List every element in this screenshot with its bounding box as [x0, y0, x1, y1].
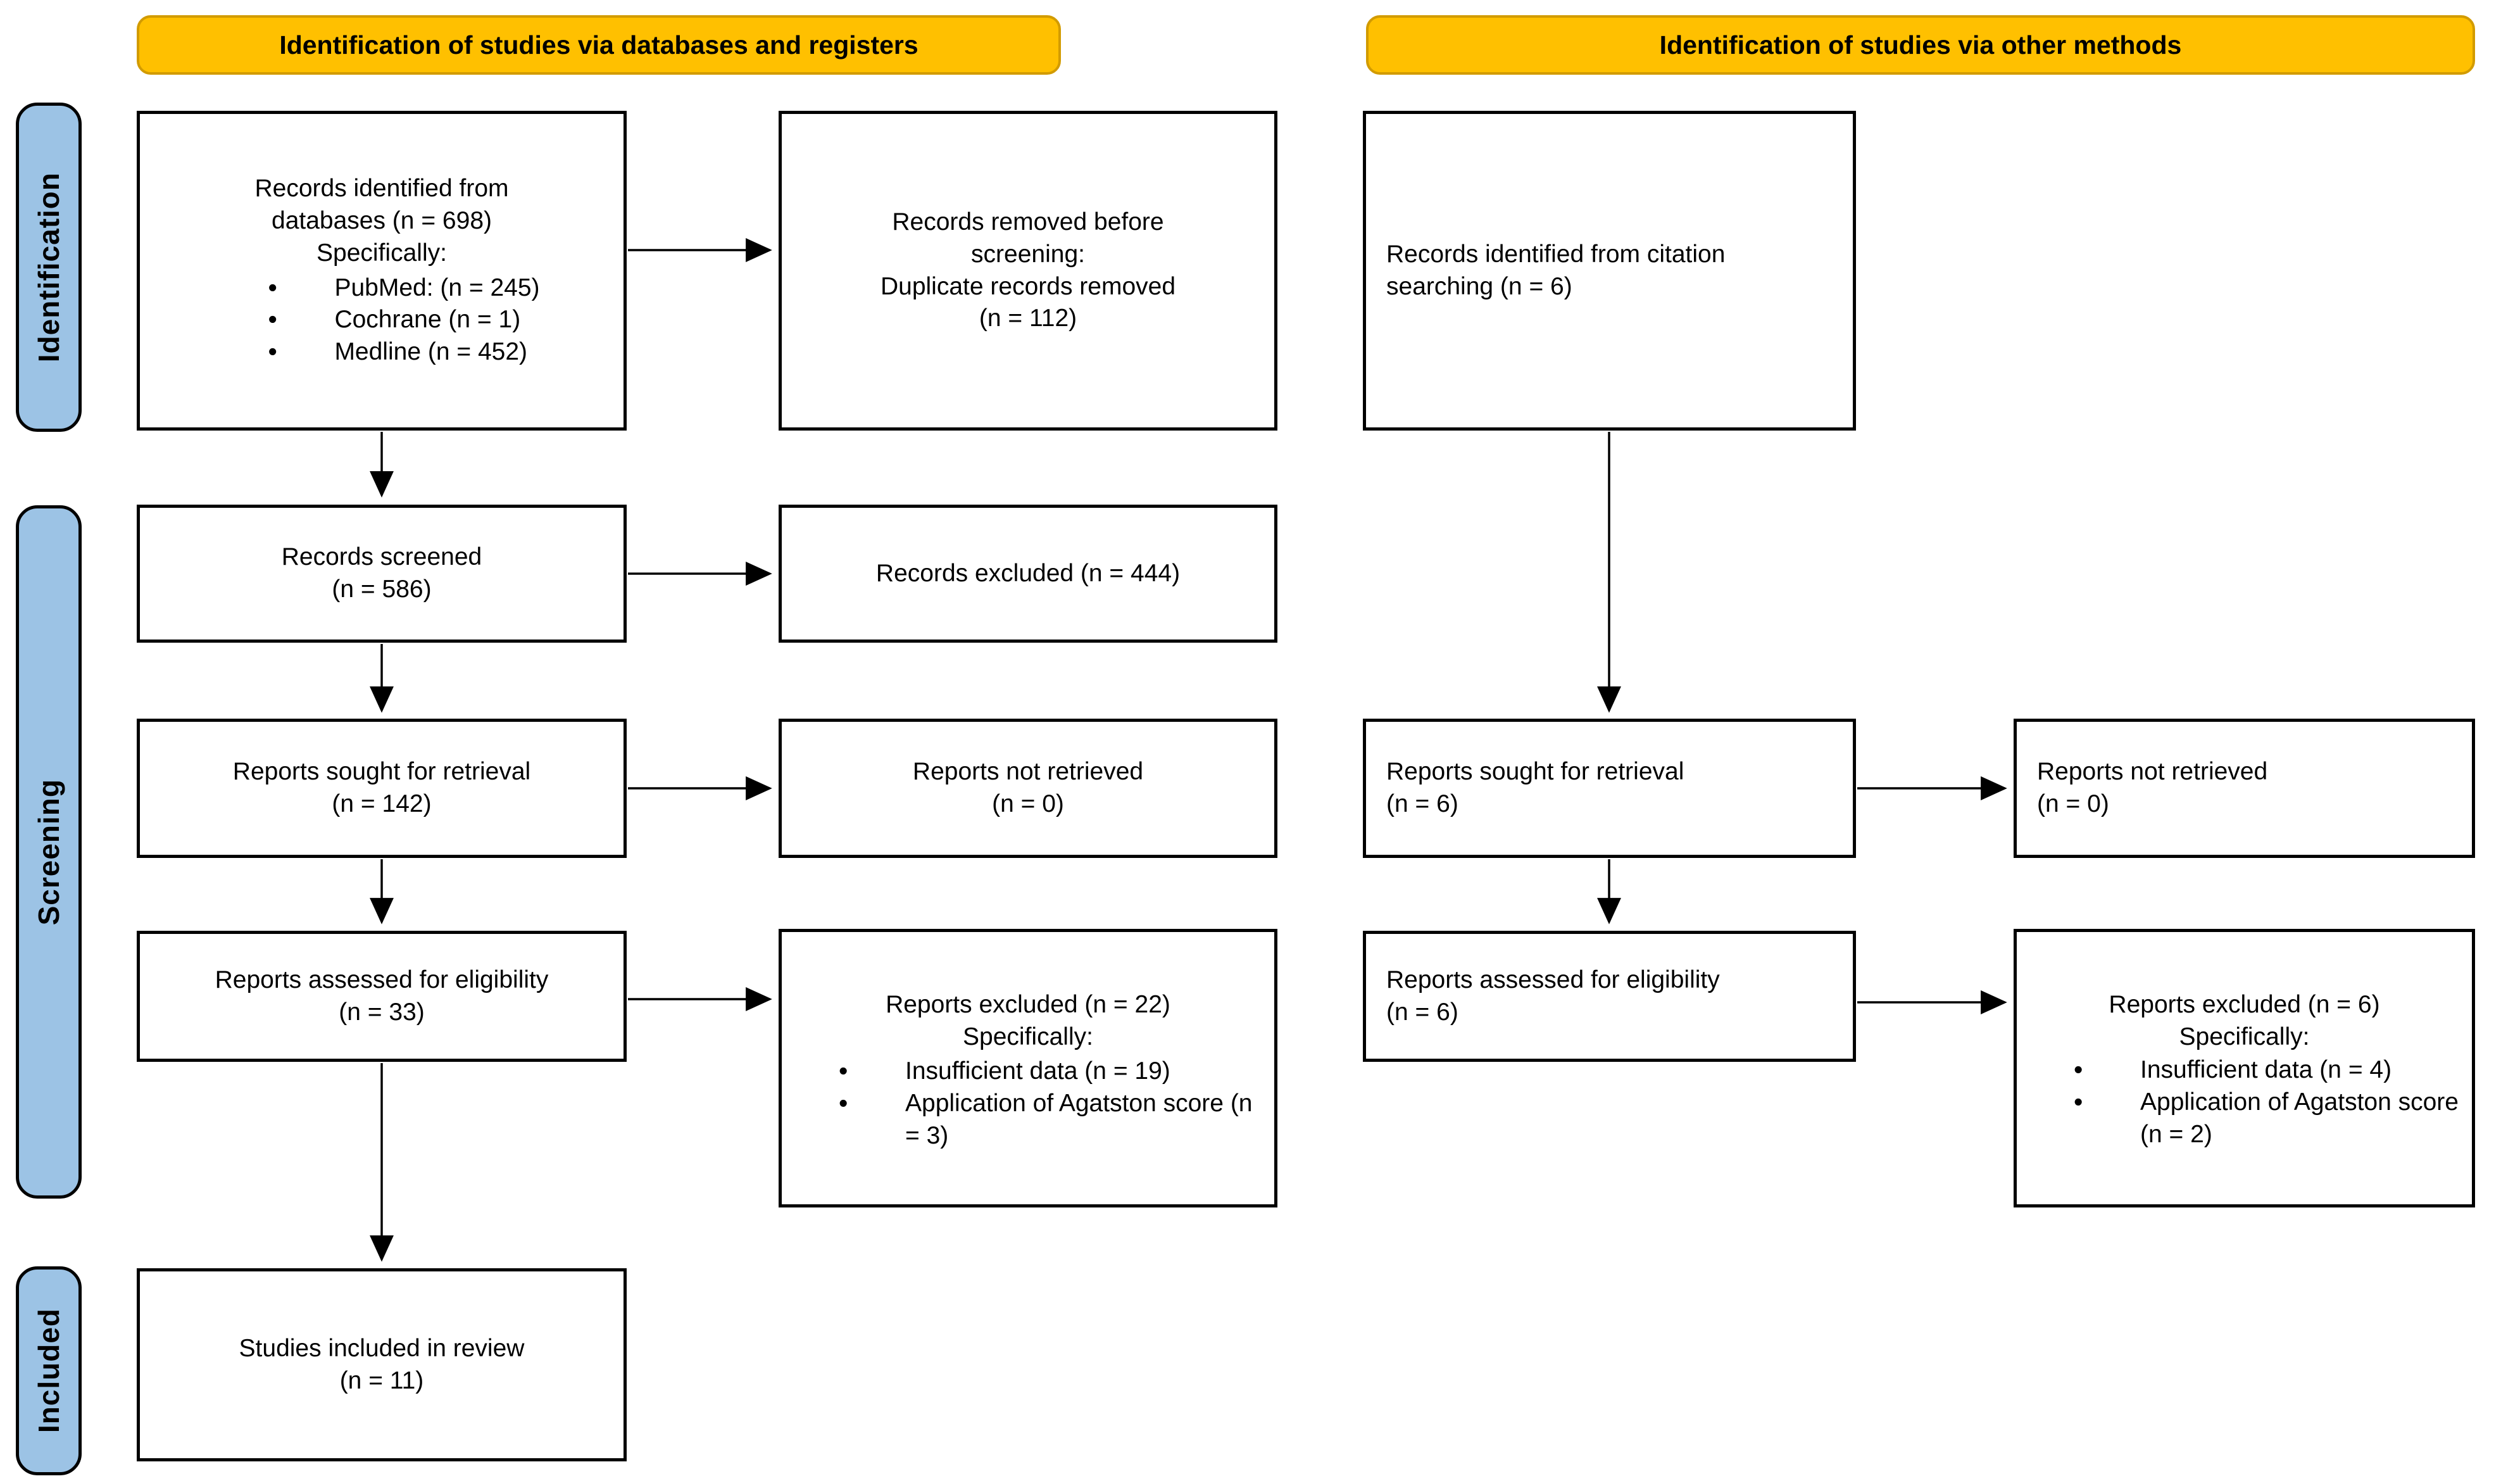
box-records-identified-databases-text: Records identified from databases (n = 6… [254, 175, 509, 267]
box-reports-excluded-other: Reports excluded (n = 6) Specifically: I… [2014, 929, 2475, 1207]
box-reports-excluded-databases: Reports excluded (n = 22) Specifically: … [779, 929, 1277, 1207]
box-reports-not-retrieved-other-text: Reports not retrieved (n = 0) [2037, 758, 2268, 817]
box-records-identified-citation-text: Records identified from citation searchi… [1386, 240, 1726, 300]
box-studies-included-text: Studies included in review (n = 11) [239, 1334, 525, 1394]
box-reports-not-retrieved-databases: Reports not retrieved (n = 0) [779, 719, 1277, 858]
box-records-screened: Records screened (n = 586) [137, 505, 627, 643]
stage-label-identification-text: Identification [32, 172, 65, 363]
bullet-pubmed: PubMed: (n = 245) [223, 271, 539, 305]
box-records-removed-before-screening: Records removed before screening: Duplic… [779, 111, 1277, 431]
stage-label-screening: Screening [16, 505, 82, 1199]
exclusion-reasons-databases: Insufficient data (n = 19) Application o… [794, 1054, 1262, 1152]
stage-label-identification: Identification [16, 103, 82, 432]
box-records-screened-text: Records screened (n = 586) [281, 543, 482, 603]
bullet-agatston-score-other: Application of Agatston score (n = 2) [2029, 1085, 2459, 1150]
banner-other-methods: Identification of studies via other meth… [1366, 15, 2475, 75]
box-records-identified-databases: Records identified from databases (n = 6… [137, 111, 627, 431]
exclusion-reasons-other: Insufficient data (n = 4) Application of… [2029, 1053, 2459, 1150]
box-reports-assessed-databases: Reports assessed for eligibility (n = 33… [137, 931, 627, 1062]
bullet-agatston-score: Application of Agatston score (n = 3) [794, 1087, 1262, 1152]
bullet-cochrane: Cochrane (n = 1) [223, 303, 539, 336]
banner-databases-registers: Identification of studies via databases … [137, 15, 1061, 75]
box-reports-assessed-other: Reports assessed for eligibility (n = 6) [1363, 931, 1856, 1062]
stage-label-screening-text: Screening [32, 778, 65, 926]
banner-other-methods-label: Identification of studies via other meth… [1659, 30, 2182, 60]
box-records-excluded: Records excluded (n = 444) [779, 505, 1277, 643]
box-reports-sought-other: Reports sought for retrieval (n = 6) [1363, 719, 1856, 858]
box-reports-not-retrieved-databases-text: Reports not retrieved (n = 0) [912, 758, 1144, 817]
box-reports-sought-databases-text: Reports sought for retrieval (n = 142) [232, 758, 531, 817]
box-records-excluded-text: Records excluded (n = 444) [875, 559, 1181, 587]
databases-source-list: PubMed: (n = 245) Cochrane (n = 1) Medli… [223, 271, 539, 369]
box-reports-sought-databases: Reports sought for retrieval (n = 142) [137, 719, 627, 858]
box-reports-excluded-databases-text: Reports excluded (n = 22) Specifically: [886, 991, 1170, 1050]
box-records-removed-text: Records removed before screening: Duplic… [880, 208, 1176, 332]
stage-label-included: Included [16, 1266, 82, 1475]
bullet-insufficient-data: Insufficient data (n = 19) [794, 1054, 1262, 1088]
bullet-insufficient-data-other: Insufficient data (n = 4) [2029, 1053, 2459, 1087]
box-reports-not-retrieved-other: Reports not retrieved (n = 0) [2014, 719, 2475, 858]
banner-databases-label: Identification of studies via databases … [279, 30, 918, 60]
box-reports-assessed-other-text: Reports assessed for eligibility (n = 6) [1386, 966, 1720, 1026]
box-studies-included: Studies included in review (n = 11) [137, 1268, 627, 1461]
bullet-medline: Medline (n = 452) [223, 335, 539, 369]
stage-label-included-text: Included [32, 1308, 65, 1434]
box-reports-assessed-databases-text: Reports assessed for eligibility (n = 33… [215, 966, 549, 1026]
box-records-identified-citation: Records identified from citation searchi… [1363, 111, 1856, 431]
box-reports-sought-other-text: Reports sought for retrieval (n = 6) [1386, 758, 1684, 817]
box-reports-excluded-other-text: Reports excluded (n = 6) Specifically: [2109, 991, 2380, 1050]
